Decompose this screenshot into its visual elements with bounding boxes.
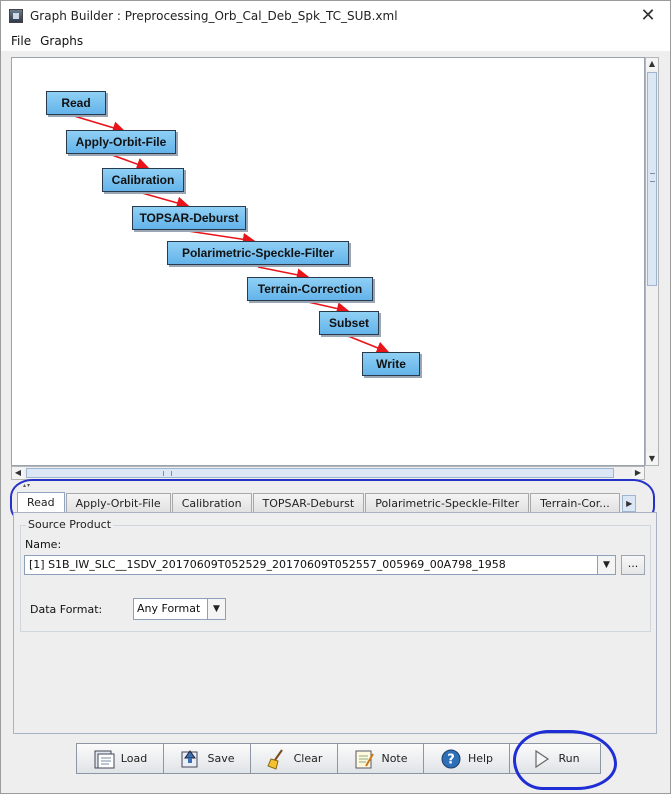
vertical-scroll-thumb[interactable]	[647, 72, 657, 286]
node-apply-orbit-file[interactable]: Apply-Orbit-File	[66, 130, 176, 154]
clear-label: Clear	[293, 752, 323, 765]
app-icon	[9, 9, 23, 23]
load-label: Load	[120, 752, 148, 765]
menu-graphs[interactable]: Graphs	[40, 34, 84, 48]
broom-icon	[266, 748, 283, 770]
help-icon: ?	[441, 749, 461, 768]
action-buttons: Load Save Clear Note	[76, 743, 601, 774]
browse-button[interactable]: ...	[621, 555, 645, 575]
edge-terrain-correction-subset	[307, 301, 350, 315]
graph-canvas[interactable]: Read Apply-Orbit-File Calibration TOPSAR…	[11, 57, 645, 466]
chevron-down-icon[interactable]: ▼	[597, 556, 615, 574]
edge-speckle-filter-terrain-correction	[257, 266, 310, 282]
edge-calibration-topsar-deburst	[141, 192, 190, 210]
note-button[interactable]: Note	[337, 743, 424, 774]
node-terrain-correction[interactable]: Terrain-Correction	[247, 277, 373, 301]
note-icon	[355, 750, 375, 768]
tab-polarimetric-speckle-filter[interactable]: Polarimetric-Speckle-Filter	[365, 493, 530, 512]
tab-topsar-deburst[interactable]: TOPSAR-Deburst	[252, 493, 365, 512]
close-icon[interactable]: ✕	[640, 5, 656, 26]
horizontal-scroll-thumb[interactable]	[26, 468, 614, 478]
help-label: Help	[467, 752, 494, 765]
folder-open-icon	[94, 750, 115, 768]
scroll-left-icon[interactable]: ◀	[12, 467, 24, 479]
save-icon	[181, 749, 198, 767]
edge-read-apply-orbit-file	[73, 115, 126, 134]
node-polarimetric-speckle-filter[interactable]: Polarimetric-Speckle-Filter	[167, 241, 349, 265]
source-product-value: [1] S1B_IW_SLC__1SDV_20170609T052529_201…	[29, 558, 506, 571]
note-label: Note	[381, 752, 408, 765]
source-product-title: Source Product	[26, 518, 114, 531]
edge-subset-write	[347, 335, 390, 354]
source-product-group	[20, 525, 651, 632]
node-topsar-deburst[interactable]: TOPSAR-Deburst	[132, 206, 246, 230]
scroll-down-icon[interactable]: ▼	[646, 453, 658, 465]
operator-tabs: Read Apply-Orbit-File Calibration TOPSAR…	[17, 492, 647, 512]
source-product-select[interactable]: [1] S1B_IW_SLC__1SDV_20170609T052529_201…	[24, 555, 616, 575]
edge-topsar-deburst-speckle-filter	[187, 230, 256, 246]
chevron-down-icon[interactable]: ▼	[207, 599, 225, 619]
edge-apply-orbit-file-calibration	[111, 154, 150, 171]
menu-bar: File Graphs	[1, 31, 670, 51]
name-label: Name:	[25, 538, 62, 551]
run-button[interactable]: Run	[509, 743, 601, 774]
tab-read[interactable]: Read	[17, 492, 65, 512]
horizontal-scrollbar[interactable]: ◀ ▶	[11, 466, 645, 480]
save-label: Save	[207, 752, 235, 765]
node-subset[interactable]: Subset	[319, 311, 379, 335]
tab-scroll-right-icon[interactable]: ▶	[622, 495, 637, 512]
vertical-scrollbar[interactable]: ▲ ▼	[645, 57, 659, 466]
svg-text:?: ?	[447, 752, 455, 767]
node-write[interactable]: Write	[362, 352, 420, 376]
scroll-right-icon[interactable]: ▶	[632, 467, 644, 479]
graph-edges	[73, 115, 390, 354]
load-button[interactable]: Load	[76, 743, 164, 774]
clear-button[interactable]: Clear	[250, 743, 338, 774]
scroll-up-icon[interactable]: ▲	[646, 58, 658, 70]
menu-file[interactable]: File	[11, 34, 32, 48]
parameter-panel: Source Product	[13, 512, 657, 734]
data-format-select[interactable]: Any Format ▼	[133, 598, 226, 620]
node-read[interactable]: Read	[46, 91, 106, 115]
tab-terrain-correction[interactable]: Terrain-Cor...	[530, 493, 621, 512]
save-button[interactable]: Save	[163, 743, 251, 774]
splitter-grip-icon[interactable]: ▴▾	[23, 482, 32, 489]
play-icon	[535, 749, 550, 768]
tab-calibration[interactable]: Calibration	[171, 493, 252, 512]
window-title: Graph Builder : Preprocessing_Orb_Cal_De…	[30, 9, 398, 23]
tab-apply-orbit-file[interactable]: Apply-Orbit-File	[65, 493, 171, 512]
data-format-value: Any Format	[137, 602, 201, 615]
title-bar: Graph Builder : Preprocessing_Orb_Cal_De…	[1, 1, 670, 31]
help-button[interactable]: ? Help	[423, 743, 510, 774]
data-format-label: Data Format:	[30, 603, 103, 616]
run-label: Run	[558, 752, 580, 765]
node-calibration[interactable]: Calibration	[102, 168, 184, 192]
